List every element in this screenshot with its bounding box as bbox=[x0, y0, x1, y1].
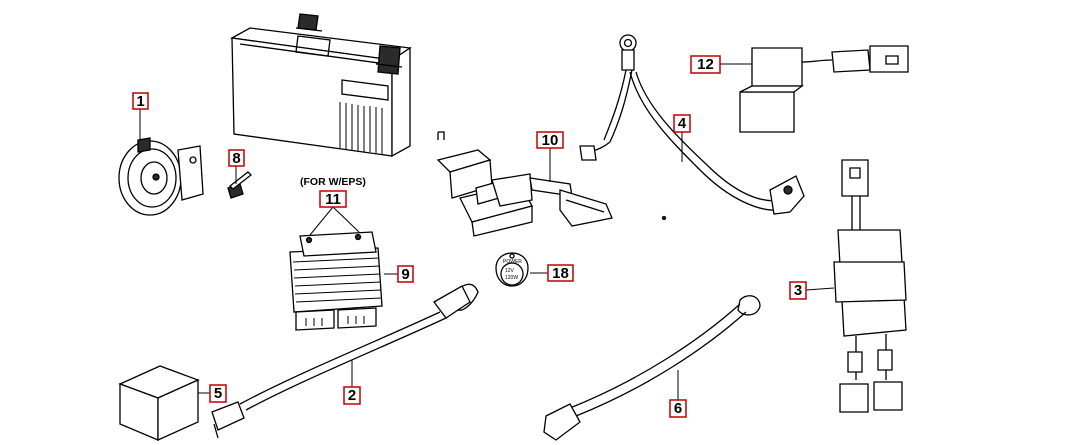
wiring-harness bbox=[211, 283, 479, 439]
battery-cable bbox=[579, 34, 805, 215]
callout-8-label: 8 bbox=[232, 150, 240, 167]
horn-bolt bbox=[227, 171, 252, 199]
eps-note: (FOR W/EPS) bbox=[300, 176, 366, 188]
callout-9: 9 bbox=[397, 265, 414, 283]
callout-4-label: 4 bbox=[678, 115, 687, 132]
callout-3-label: 3 bbox=[794, 282, 802, 299]
relay-assembly bbox=[436, 131, 613, 237]
socket-voltage-text: 12V bbox=[505, 268, 515, 274]
regulator-rectifier bbox=[289, 231, 383, 331]
callout-4: 4 bbox=[673, 114, 691, 133]
callout-5: 5 bbox=[209, 384, 227, 403]
callout-11-label: 11 bbox=[325, 191, 341, 208]
callout-5-label: 5 bbox=[214, 385, 222, 402]
callout-6-label: 6 bbox=[674, 400, 682, 417]
callout-3: 3 bbox=[789, 281, 807, 300]
callout-10: 10 bbox=[536, 131, 564, 149]
callout-1-label: 1 bbox=[136, 93, 144, 110]
socket-power-text: POWER bbox=[503, 259, 522, 265]
stray-mark bbox=[661, 215, 667, 221]
callout-10-label: 10 bbox=[542, 132, 559, 149]
callout-11: 11 bbox=[319, 190, 347, 208]
relay-connector bbox=[739, 45, 909, 133]
callout-2-label: 2 bbox=[348, 387, 356, 404]
callout-12: 12 bbox=[690, 55, 721, 74]
socket-wattage-text: 120W bbox=[505, 275, 518, 281]
callout-8: 8 bbox=[228, 149, 245, 167]
battery bbox=[229, 13, 412, 158]
leader-lines bbox=[139, 63, 835, 400]
callout-2: 2 bbox=[343, 386, 361, 405]
control-unit-box bbox=[118, 365, 200, 442]
ground-cable bbox=[543, 295, 761, 441]
callout-18: 18 bbox=[547, 264, 574, 282]
callout-18-label: 18 bbox=[552, 265, 569, 282]
callout-1: 1 bbox=[132, 92, 149, 110]
horn bbox=[118, 137, 204, 216]
callout-6: 6 bbox=[669, 399, 687, 418]
starter-relay bbox=[833, 159, 907, 413]
callout-12-label: 12 bbox=[697, 56, 714, 73]
callout-9-label: 9 bbox=[401, 266, 409, 283]
power-socket: 12V 120W POWER bbox=[495, 252, 529, 287]
